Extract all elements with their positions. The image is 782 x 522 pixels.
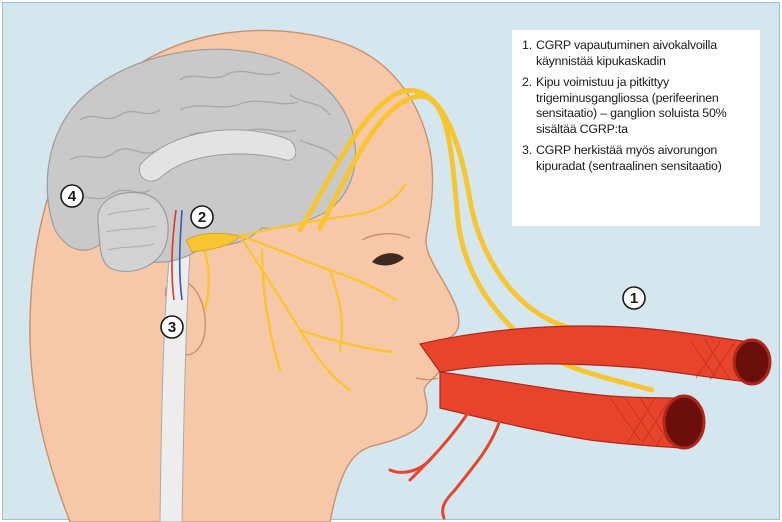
- legend-item-1: 1. CGRP vapautuminen aivokalvoilla käynn…: [522, 38, 752, 69]
- legend-list: 1. CGRP vapautuminen aivokalvoilla käynn…: [522, 38, 752, 174]
- artery-lower-lumen: [664, 396, 704, 448]
- marker-4: 4: [61, 185, 83, 207]
- legend-item-1-text: CGRP vapautuminen aivokalvoilla käynnist…: [536, 38, 752, 69]
- legend-item-3-number: 3.: [522, 143, 536, 174]
- marker-2-label: 2: [198, 209, 206, 226]
- legend-item-2-text: Kipu voimistuu ja pitkittyy trigeminusga…: [536, 75, 752, 137]
- marker-2: 2: [191, 206, 213, 228]
- marker-4-label: 4: [68, 188, 77, 205]
- legend-item-2-number: 2.: [522, 75, 536, 137]
- legend-item-3-text: CGRP herkistää myös aivorungon kipuradat…: [536, 143, 752, 174]
- marker-1: 1: [623, 287, 645, 309]
- marker-1-label: 1: [630, 290, 638, 307]
- legend-item-2: 2. Kipu voimistuu ja pitkittyy trigeminu…: [522, 75, 752, 137]
- legend-box: 1. CGRP vapautuminen aivokalvoilla käynn…: [512, 30, 760, 226]
- legend-item-3: 3. CGRP herkistää myös aivorungon kipura…: [522, 143, 752, 174]
- artery-upper-lumen: [734, 340, 770, 384]
- marker-3: 3: [161, 316, 183, 338]
- marker-3-label: 3: [168, 319, 176, 336]
- legend-item-1-number: 1.: [522, 38, 536, 69]
- artery-lower: [440, 372, 682, 448]
